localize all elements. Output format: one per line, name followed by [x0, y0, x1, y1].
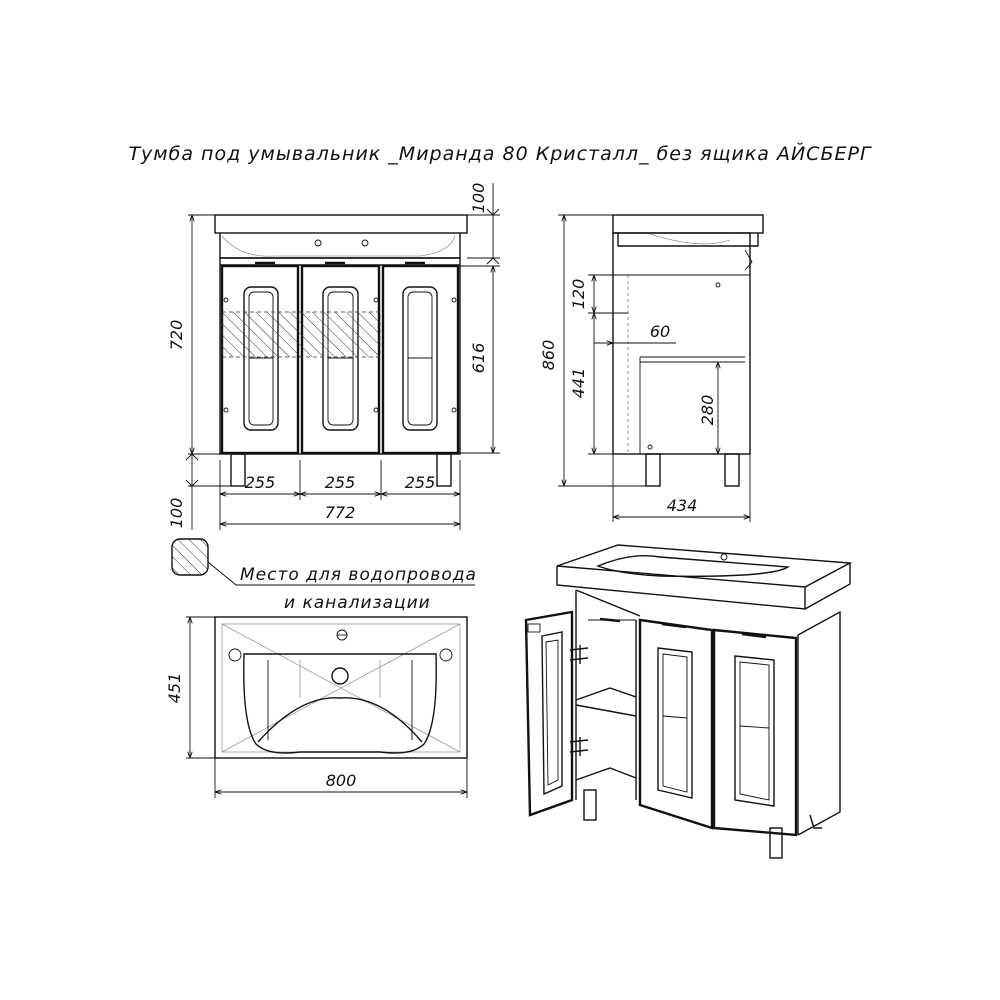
- side-view: [612, 214, 764, 487]
- dim-front-top-100: 100: [469, 183, 488, 214]
- iso-basin-top: [556, 544, 853, 588]
- front-leg-left: [230, 453, 246, 487]
- front-door-middle: [300, 264, 381, 455]
- legend-hatch-swatch: [171, 538, 209, 576]
- dim-front-720: 720: [167, 320, 186, 351]
- front-leg-right: [436, 453, 452, 487]
- top-view: [214, 616, 468, 759]
- top-dimensions: 451 800: [165, 616, 468, 798]
- front-basin-body: [219, 233, 461, 259]
- front-door-glass-right: [402, 286, 438, 431]
- top-basin-outline: [214, 616, 468, 759]
- legend-text-line2: и канализации: [284, 593, 431, 613]
- front-door-right: [381, 264, 460, 455]
- side-cabinet-body: [612, 232, 751, 455]
- dim-front-772: 772: [325, 503, 356, 522]
- legend: Место для водопровода и канализации: [171, 538, 477, 613]
- front-dimensions: 720 100 616 100 255 255 255 772: [167, 183, 500, 530]
- iso-leg-front-left: [583, 789, 597, 821]
- iso-open-door: [524, 610, 574, 817]
- drawing-title: Тумба под умывальник _Миранда 80 Кристал…: [128, 142, 871, 165]
- legend-text-line1: Место для водопровода: [240, 565, 477, 585]
- side-leg-front: [645, 453, 661, 487]
- iso-door-right: [712, 628, 798, 837]
- side-dimensions: 860 120 441 60 280 434: [539, 214, 751, 522]
- dim-front-616: 616: [469, 343, 488, 374]
- side-basin-top: [612, 214, 764, 234]
- dim-side-441: 441: [569, 368, 588, 399]
- dim-side-860: 860: [539, 340, 558, 371]
- front-door-left: [220, 264, 300, 455]
- side-leg-back: [724, 453, 740, 487]
- iso-leg-front-right: [769, 827, 783, 859]
- dim-side-280: 280: [698, 395, 717, 426]
- iso-door-middle: [638, 618, 714, 830]
- plumbing-zone-hatch: [221, 311, 381, 358]
- dim-top-800: 800: [326, 771, 357, 790]
- dim-side-120: 120: [569, 279, 588, 310]
- dim-side-60: 60: [650, 322, 670, 341]
- front-basin-top: [214, 214, 468, 234]
- dim-front-door-3: 255: [405, 473, 436, 492]
- dim-top-451: 451: [165, 673, 184, 704]
- top-bowl-outline: [243, 653, 437, 754]
- isometric-view: [524, 544, 853, 859]
- front-door-glass-left: [243, 286, 279, 431]
- front-view: [214, 214, 468, 487]
- dim-front-door-1: 255: [245, 473, 276, 492]
- dim-side-434: 434: [667, 496, 698, 515]
- front-door-glass-middle: [322, 286, 359, 431]
- dim-front-leg-100: 100: [167, 498, 186, 529]
- dim-front-door-2: 255: [325, 473, 356, 492]
